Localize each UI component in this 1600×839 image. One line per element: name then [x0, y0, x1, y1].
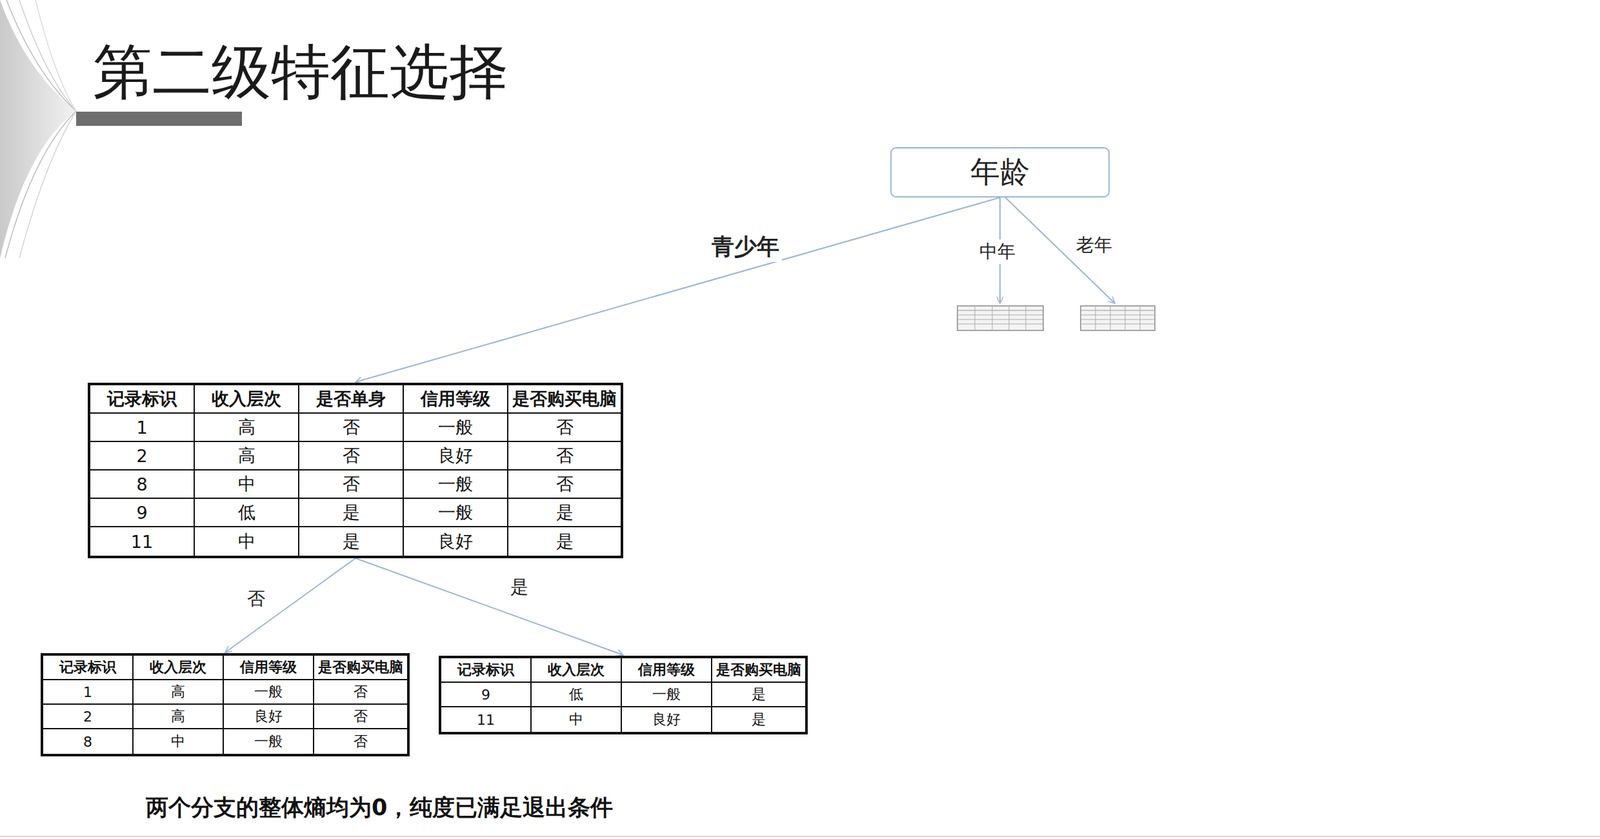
- fan-stroke: [6, 0, 77, 111]
- table-cell: 一般: [223, 729, 315, 754]
- table-cell: 是: [712, 707, 806, 732]
- table-cell: 高: [133, 704, 224, 730]
- table-cell: 一般: [403, 470, 509, 499]
- table-cell: 否: [314, 704, 408, 730]
- table-header-cell: 是否购买电脑: [712, 658, 806, 683]
- table-cell: 11: [90, 527, 195, 556]
- branch-label: 否: [244, 586, 268, 611]
- table-header-cell: 是否单身: [299, 385, 404, 414]
- branch-label: 老年: [1073, 232, 1115, 258]
- table-cell: 否: [508, 441, 621, 471]
- table-cell: 9: [90, 498, 195, 528]
- table-cell: 一般: [223, 680, 315, 705]
- fan-stroke: [19, 0, 77, 111]
- branch-label: 中年: [976, 239, 1019, 264]
- caption-note: 两个分支的整体熵均为0，纯度已满足退出条件: [143, 792, 616, 823]
- table-header-cell: 收入层次: [133, 655, 224, 680]
- table-cell: 一般: [403, 498, 509, 528]
- data-table: 记录标识收入层次信用等级是否购买电脑 9低一般是 11中良好是: [438, 655, 808, 735]
- table-cell: 是: [299, 527, 404, 556]
- table-cell: 8: [90, 470, 195, 499]
- title-underbar: [76, 111, 242, 126]
- table-cell: 低: [531, 682, 622, 708]
- branch-label: 是: [507, 574, 531, 600]
- corner-fan: [0, 0, 77, 259]
- table-header-cell: 收入层次: [531, 658, 622, 683]
- fan-stroke: [19, 110, 77, 259]
- table-cell: 2: [43, 704, 134, 730]
- table-cell: 8: [43, 729, 134, 754]
- tree-branch: [355, 197, 1000, 382]
- table-cell: 一般: [403, 413, 509, 442]
- table-cell: 1: [90, 413, 195, 442]
- branch-label: 青少年: [709, 231, 782, 262]
- table-header-cell: 记录标识: [43, 655, 134, 680]
- table-cell: 中: [194, 470, 300, 499]
- tree-branch: [355, 558, 624, 655]
- table-thumbnail: [957, 305, 1044, 331]
- table-cell: 低: [194, 498, 300, 528]
- feature-node: 年龄: [890, 147, 1110, 198]
- table-cell: 否: [508, 470, 621, 499]
- table-cell: 否: [299, 470, 404, 499]
- slide-title: 第二级特征选择: [90, 32, 511, 113]
- data-table: 记录标识收入层次信用等级是否购买电脑1高一般否2高良好否8中一般否: [40, 652, 410, 757]
- table-cell: 高: [133, 680, 224, 705]
- table-cell: 中: [133, 729, 224, 754]
- table-header-cell: 收入层次: [194, 385, 300, 414]
- table-cell: 一般: [621, 682, 713, 708]
- table-header-cell: 是否购买电脑: [508, 385, 621, 414]
- table-header-cell: 信用等级: [403, 385, 509, 414]
- node-label: 年龄: [970, 152, 1030, 193]
- table-cell: 良好: [403, 527, 509, 556]
- table-cell: 否: [508, 413, 621, 442]
- table-header-cell: 是否购买电脑: [314, 655, 408, 680]
- table-header-cell: 记录标识: [90, 385, 195, 414]
- fan-stroke: [35, 0, 77, 111]
- bottom-rule: [0, 835, 1600, 837]
- table-cell: 是: [712, 682, 806, 708]
- table-cell: 是: [508, 527, 621, 556]
- table-thumbnail: [1080, 305, 1155, 331]
- table-cell: 良好: [621, 707, 713, 732]
- table-header-cell: 信用等级: [223, 655, 315, 680]
- table-cell: 2: [90, 441, 195, 471]
- table-header-cell: 记录标识: [441, 658, 532, 683]
- table-cell: 高: [194, 441, 300, 471]
- table-cell: 中: [194, 527, 300, 556]
- table-cell: 是: [299, 498, 404, 528]
- table-header-cell: 信用等级: [621, 658, 713, 683]
- data-table: 记录标识收入层次是否单身信用等级是否购买电脑1高否一般否2高否良好否8中否一般否…: [87, 382, 624, 559]
- table-cell: 9: [441, 682, 532, 708]
- table-cell: 中: [531, 707, 622, 732]
- table-cell: 否: [314, 729, 408, 754]
- table-cell: 良好: [223, 704, 315, 730]
- table-cell: 高: [194, 413, 300, 442]
- fan-stroke: [5, 110, 77, 259]
- table-cell: 良好: [403, 441, 509, 471]
- table-cell: 是: [508, 498, 621, 528]
- tree-branch: [225, 558, 356, 653]
- table-cell: 否: [299, 441, 404, 471]
- table-cell: 否: [299, 413, 404, 442]
- table-cell: 1: [43, 680, 134, 705]
- table-cell: 11: [441, 707, 532, 732]
- table-cell: 否: [314, 680, 408, 705]
